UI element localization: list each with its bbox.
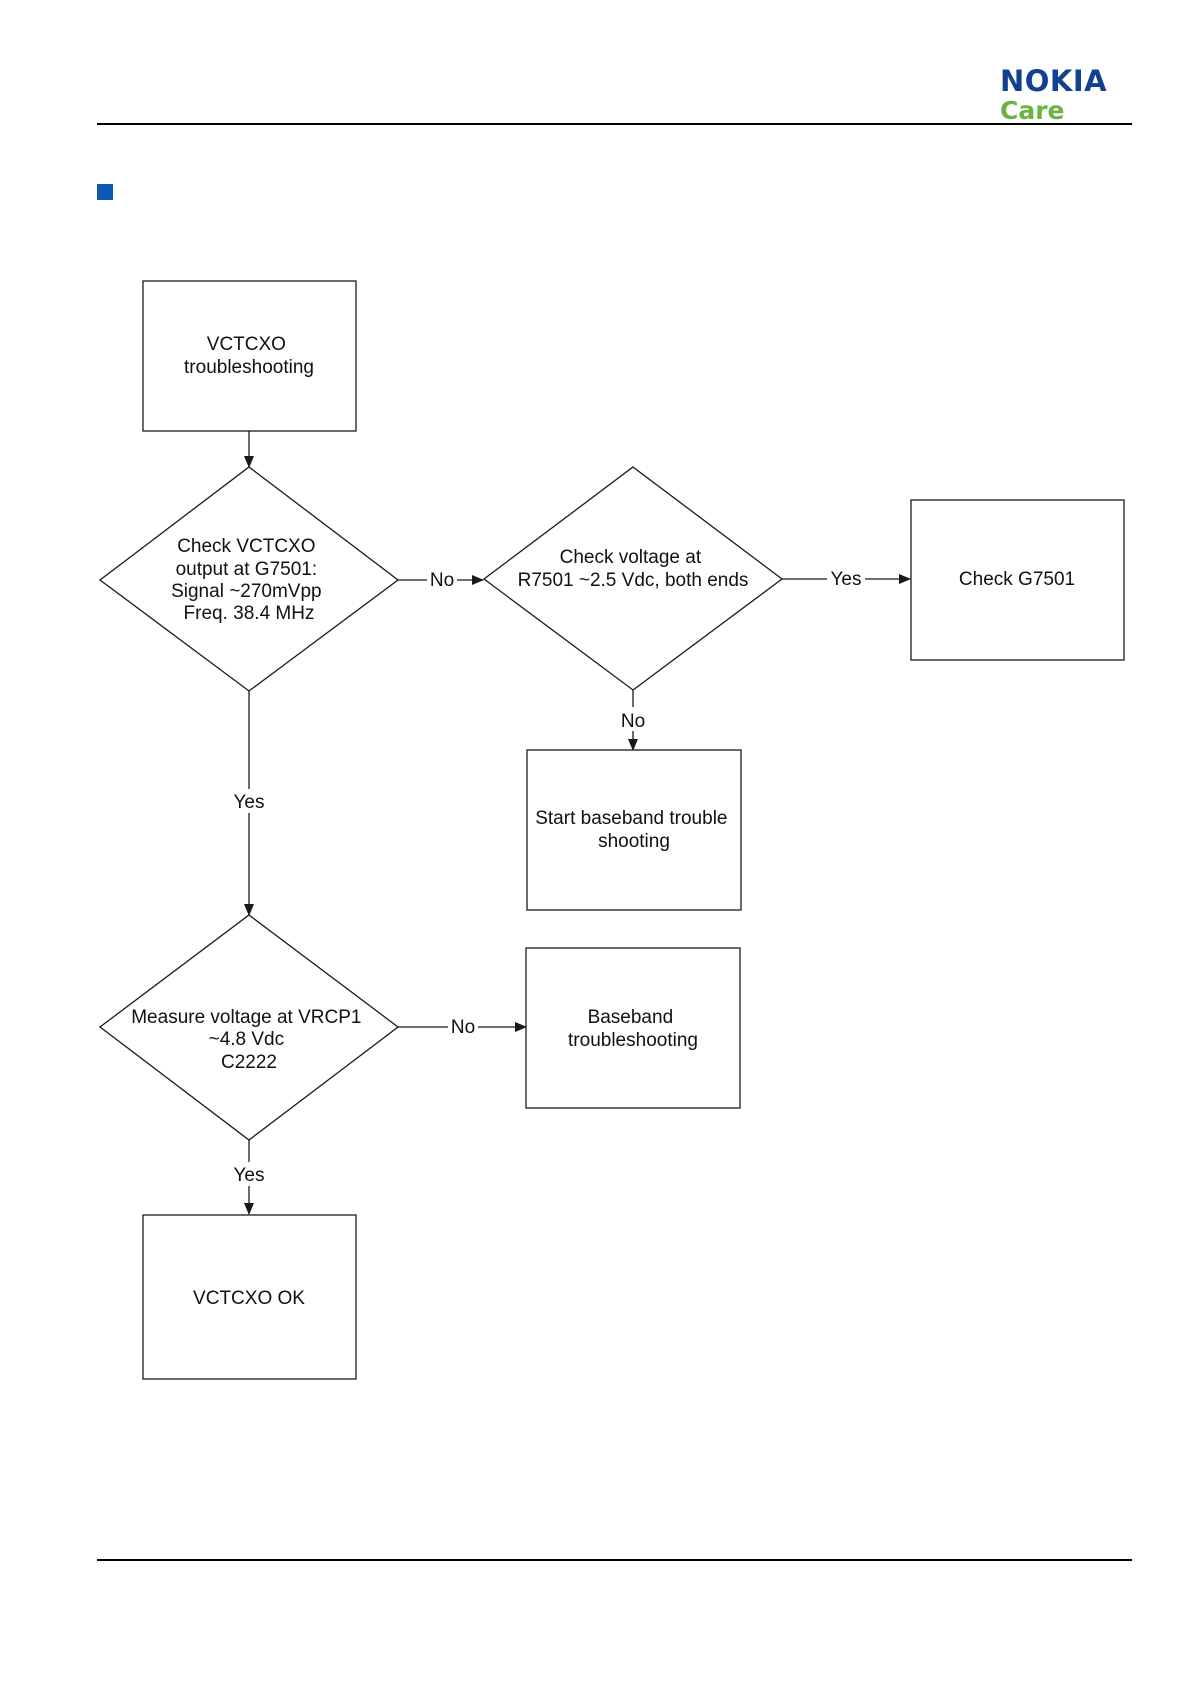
node-start-baseband-troubleshooting [527,750,741,910]
node-baseband-troubleshooting [526,948,740,1108]
edge-label-vrcp1-yes: Yes [234,1165,265,1186]
edge-label-output-yes: Yes [234,792,265,813]
edge-label-output-no: No [430,570,454,591]
footer-rule [97,1559,1132,1561]
edge-label-voltage-no: No [621,711,645,732]
node-check-g7501-label: Check G7501 [959,569,1075,590]
edge-label-vrcp1-no: No [451,1017,475,1038]
node-vctcxo-ok-label: VCTCXO OK [193,1288,305,1309]
node-vctcxo-troubleshooting [143,281,356,431]
edge-label-voltage-yes: Yes [831,569,862,590]
